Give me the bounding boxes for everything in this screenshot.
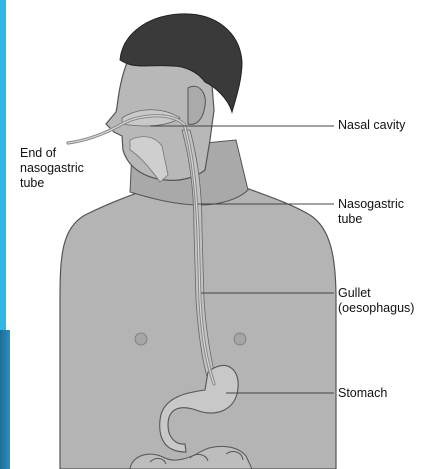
label-end-of-tube: End of nasogastric tube [20, 146, 84, 191]
label-stomach: Stomach [338, 386, 387, 401]
right-nipple [234, 333, 246, 345]
label-end-of-tube-line1: End of [20, 146, 84, 161]
label-nasogastric-tube: Nasogastric tube [338, 197, 404, 227]
left-nipple [135, 333, 147, 345]
label-end-of-tube-line2: nasogastric [20, 161, 84, 176]
label-nasal-cavity: Nasal cavity [338, 118, 405, 133]
label-end-of-tube-line3: tube [20, 176, 84, 191]
label-gullet: Gullet (oesophagus) [338, 286, 414, 316]
